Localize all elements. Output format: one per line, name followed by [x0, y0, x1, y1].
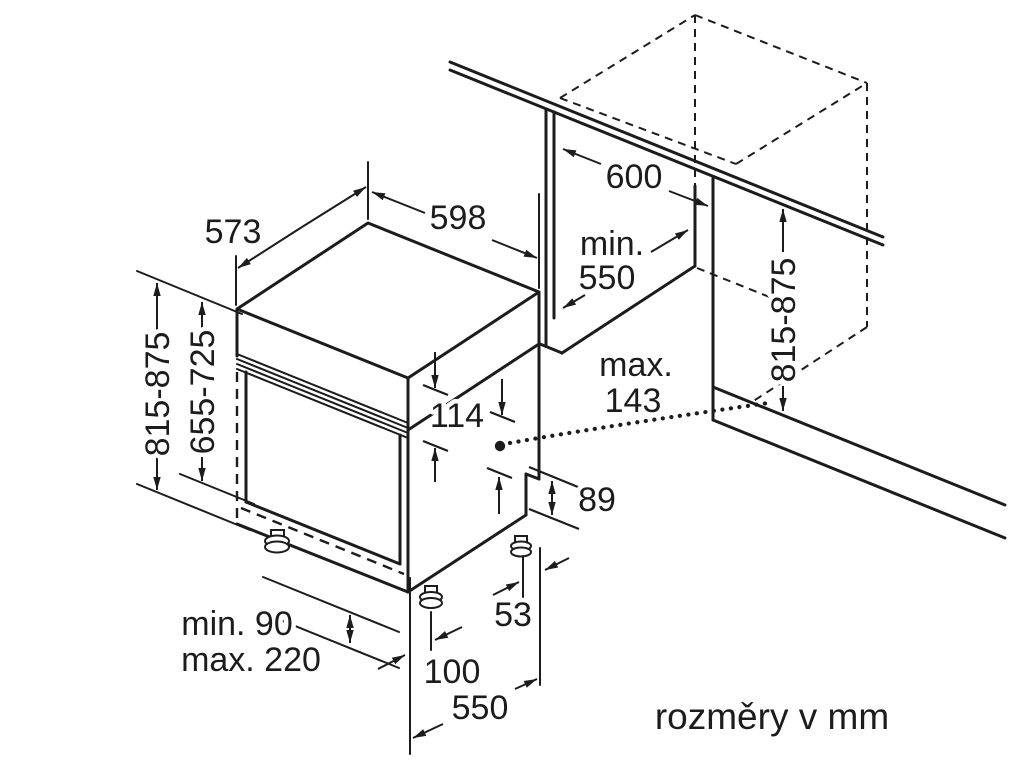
dim-niche-depth-word: min.	[580, 225, 644, 263]
dim-rear-foot-inset: 53	[494, 596, 532, 634]
dim-niche-height: 815-875	[765, 258, 803, 383]
dim-top-clearance: 114	[430, 397, 484, 435]
dimension-lines	[153, 148, 787, 739]
dim-top-depth: 573	[205, 213, 262, 251]
dim-max-clearance-value: 143	[605, 382, 662, 420]
dim-niche-depth-value: 550	[579, 259, 636, 297]
rear-foot	[510, 535, 532, 558]
niche-phantom-outline	[559, 14, 868, 403]
front-right-foot	[419, 585, 443, 609]
dim-base-depth: 550	[452, 689, 509, 727]
dishwasher-body	[235, 221, 541, 594]
door-projection-leader	[494, 400, 771, 452]
dim-height-total: 815-875	[139, 332, 177, 457]
dim-plinth-min: min. 90	[181, 605, 293, 643]
caption-units: rozměry v mm	[655, 696, 889, 737]
front-left-foot	[264, 529, 290, 554]
niche-structure	[448, 60, 1007, 540]
dim-max-clearance-word: max.	[599, 346, 673, 384]
dim-niche-width: 600	[606, 158, 663, 196]
dim-top-width: 598	[430, 199, 487, 237]
dim-front-foot-inset: 100	[424, 653, 481, 691]
extension-lines	[136, 161, 541, 755]
dim-front-height: 655-725	[184, 330, 222, 455]
dim-plinth-max: max. 220	[181, 641, 321, 679]
dim-rear-notch: 89	[578, 481, 616, 519]
